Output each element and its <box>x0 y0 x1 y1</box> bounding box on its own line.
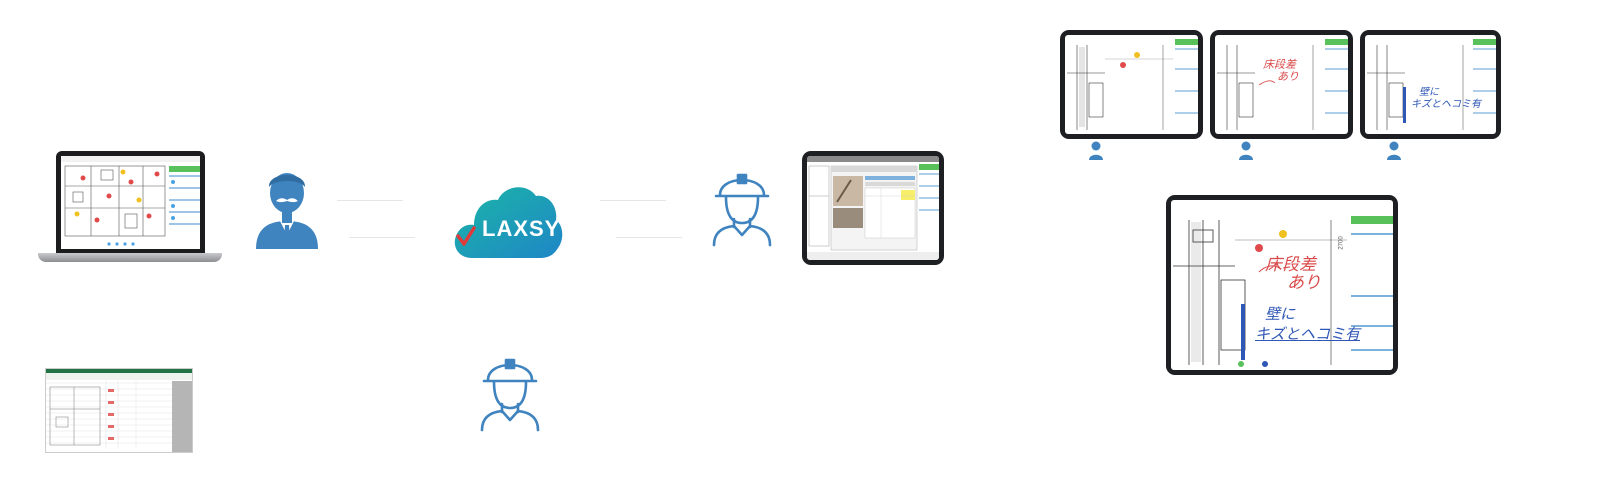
laxsy-logo <box>452 178 564 260</box>
connector-line <box>337 200 403 201</box>
connector-line <box>349 237 415 238</box>
connector-line <box>616 237 682 238</box>
tablet-large: 2700 床段差 あり 壁に キズとヘコミ有 <box>1166 195 1398 375</box>
logo-text: LAXSY <box>482 216 561 241</box>
supervisor-icon <box>252 165 322 250</box>
laptop-base <box>38 253 222 262</box>
worker-icon-right <box>710 165 774 247</box>
laptop-screen <box>61 156 200 249</box>
tablet-middle <box>802 151 944 265</box>
dimension-label: 2700 <box>1338 236 1345 250</box>
tablet-small-2: 床段差 あり <box>1210 30 1353 139</box>
tablet-middle-screen <box>807 156 939 260</box>
floor-plan-drawing <box>61 156 200 246</box>
laptop <box>56 151 205 253</box>
user-icon-1 <box>1088 140 1104 160</box>
annotation-red-small: 床段差 あり <box>1263 58 1299 83</box>
annotation-blue-large: 壁に キズとヘコミ有 <box>1255 305 1361 343</box>
user-icon-2 <box>1238 140 1254 160</box>
tablet-small-3: 壁に キズとヘコミ有 <box>1360 30 1501 139</box>
tablet-large-screen: 2700 床段差 あり 壁に キズとヘコミ有 <box>1171 200 1393 370</box>
annotation-blue-small: 壁に キズとヘコミ有 <box>1411 87 1481 110</box>
spreadsheet-grid <box>46 369 192 452</box>
connector-line <box>600 200 666 201</box>
spreadsheet <box>45 368 193 453</box>
tablet-small-1 <box>1060 30 1203 139</box>
worker-icon-bottom <box>478 350 542 432</box>
user-icon-3 <box>1386 140 1402 160</box>
annotation-red-large: 床段差 あり <box>1265 255 1321 293</box>
